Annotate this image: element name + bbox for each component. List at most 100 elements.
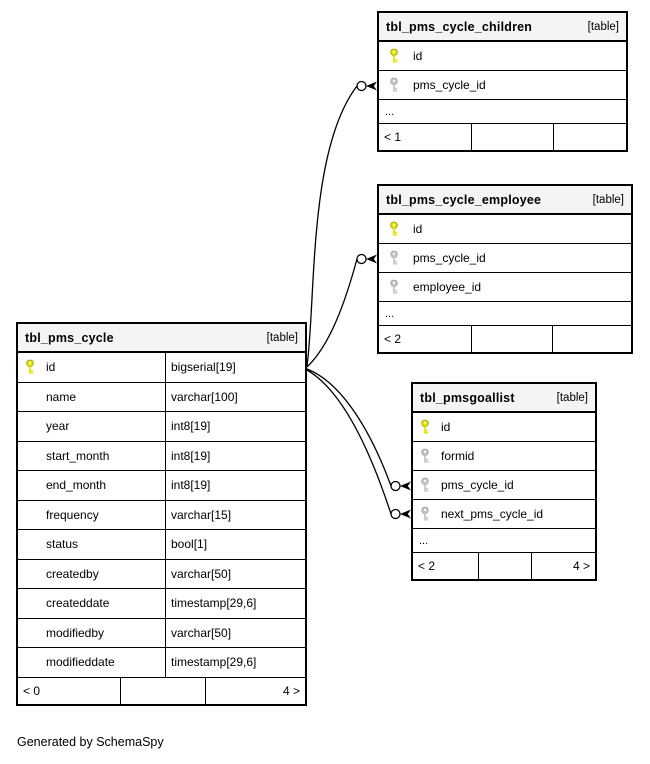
column-type: varchar[15] — [171, 507, 232, 522]
column-name: pms_cycle_id — [413, 251, 486, 265]
column-row-year: year int8[19] — [18, 412, 305, 442]
column-type: varchar[50] — [171, 625, 232, 640]
column-row-id: id — [379, 215, 631, 244]
table-title: tbl_pms_cycle_children — [386, 19, 533, 34]
primary-key-icon — [388, 48, 402, 64]
column-type: timestamp[29,6] — [171, 596, 257, 611]
arrowhead-goallist-pms — [400, 481, 411, 491]
foreign-key-icon — [388, 77, 402, 93]
child-count-cell — [554, 124, 626, 150]
table-footer: < 2 4 > — [413, 553, 595, 579]
column-name: name — [46, 389, 77, 404]
table-title: tbl_pms_cycle — [25, 330, 114, 345]
column-name: pms_cycle_id — [441, 478, 514, 492]
table-header[interactable]: tbl_pms_cycle_children [table] — [379, 13, 626, 42]
column-row-createdby: createdby varchar[50] — [18, 559, 305, 589]
column-type: timestamp[29,6] — [171, 655, 257, 670]
table-title: tbl_pmsgoallist — [420, 390, 515, 405]
column-name: start_month — [46, 448, 110, 463]
column-row-employee-id: employee_id — [379, 273, 631, 302]
column-row-pms-cycle-id: pms_cycle_id — [379, 244, 631, 273]
parent-count-cell: < 2 — [379, 326, 472, 352]
table-header[interactable]: tbl_pmsgoallist [table] — [413, 384, 595, 413]
column-name: end_month — [46, 478, 107, 493]
zero-circle-employee — [356, 253, 367, 265]
table-tbl-pms-cycle-employee[interactable]: tbl_pms_cycle_employee [table] id pms_cy… — [377, 184, 633, 354]
primary-key-icon — [388, 221, 402, 237]
column-name: id — [46, 360, 56, 375]
table-tbl-pms-cycle-children[interactable]: tbl_pms_cycle_children [table] id pms_cy… — [377, 11, 628, 152]
column-type: int8[19] — [171, 419, 211, 434]
column-name: createddate — [46, 596, 110, 611]
table-tbl-pms-cycle[interactable]: tbl_pms_cycle [table] id bigserial[19] n… — [16, 322, 307, 706]
edge-cycle-to-goallist-pms — [306, 368, 392, 487]
column-name: modifiedby — [46, 625, 105, 640]
footer-mid-cell — [472, 326, 553, 352]
column-type: varchar[50] — [171, 566, 232, 581]
column-name: id — [413, 49, 423, 63]
child-count-cell: 4 > — [282, 683, 300, 698]
arrowhead-goallist-next — [400, 509, 411, 519]
column-name: modifieddate — [46, 655, 115, 670]
column-type: int8[19] — [171, 448, 211, 463]
table-type-tag: [table] — [587, 20, 619, 33]
arrowhead-children — [366, 81, 377, 91]
table-tbl-pmsgoallist[interactable]: tbl_pmsgoallist [table] id formid pms_cy… — [411, 382, 597, 581]
table-footer: < 0 4 > — [18, 677, 305, 704]
table-type-tag: [table] — [556, 391, 588, 404]
column-row-status: status bool[1] — [18, 530, 305, 560]
column-row-formid: formid — [413, 442, 595, 471]
edge-cycle-to-children — [306, 85, 358, 367]
column-row-id: id bigserial[19] — [18, 353, 305, 383]
column-row-frequency: frequency varchar[15] — [18, 500, 305, 530]
footer-mid-cell — [121, 677, 206, 704]
table-header[interactable]: tbl_pms_cycle [table] — [18, 324, 305, 353]
table-title: tbl_pms_cycle_employee — [386, 192, 542, 207]
zero-circle-goallist-pms — [390, 480, 401, 492]
column-type: bool[1] — [171, 537, 208, 552]
child-count-cell: 4 > — [572, 559, 590, 573]
zero-circle-children — [356, 80, 367, 92]
column-name: createdby — [46, 566, 99, 581]
column-row-next-pms-cycle-id: next_pms_cycle_id — [413, 500, 595, 529]
column-name: next_pms_cycle_id — [441, 507, 544, 521]
column-row-id: id — [413, 413, 595, 442]
edge-cycle-to-employee — [306, 258, 358, 368]
column-row-pms-cycle-id: pms_cycle_id — [413, 471, 595, 500]
primary-key-icon — [24, 359, 38, 375]
column-row-modifiedby: modifiedby varchar[50] — [18, 618, 305, 648]
foreign-key-icon — [419, 506, 433, 522]
table-footer: < 2 — [379, 326, 631, 352]
column-name: id — [413, 222, 423, 236]
column-name: employee_id — [413, 280, 482, 294]
ellipsis-row: ... — [413, 529, 595, 553]
foreign-key-icon — [388, 279, 402, 295]
column-row-name: name varchar[100] — [18, 382, 305, 412]
column-row-end-month: end_month int8[19] — [18, 471, 305, 501]
parent-count-cell: < 1 — [379, 124, 472, 150]
zero-circle-goallist-next — [390, 508, 401, 520]
foreign-key-icon — [419, 477, 433, 493]
foreign-key-icon — [388, 250, 402, 266]
column-type: bigserial[19] — [171, 360, 236, 375]
footer-mid-cell — [479, 553, 532, 579]
column-name: frequency — [46, 507, 99, 522]
column-row-createddate: createddate timestamp[29,6] — [18, 589, 305, 619]
parent-count-cell: < 2 — [413, 553, 479, 579]
column-type: varchar[100] — [171, 389, 238, 404]
table-type-tag: [table] — [592, 193, 624, 206]
table-header[interactable]: tbl_pms_cycle_employee [table] — [379, 186, 631, 215]
ellipsis-row: ... — [379, 100, 626, 124]
parent-count-cell: < 0 — [18, 677, 121, 704]
footer-mid-cell — [472, 124, 554, 150]
column-name: pms_cycle_id — [413, 78, 486, 92]
child-count-cell — [553, 326, 631, 352]
foreign-key-icon — [419, 448, 433, 464]
column-row-start-month: start_month int8[19] — [18, 441, 305, 471]
generated-by-note: Generated by SchemaSpy — [17, 735, 164, 749]
column-type: int8[19] — [171, 478, 211, 493]
column-row-id: id — [379, 42, 626, 71]
column-name: year — [46, 419, 70, 434]
arrowhead-employee — [366, 254, 377, 264]
